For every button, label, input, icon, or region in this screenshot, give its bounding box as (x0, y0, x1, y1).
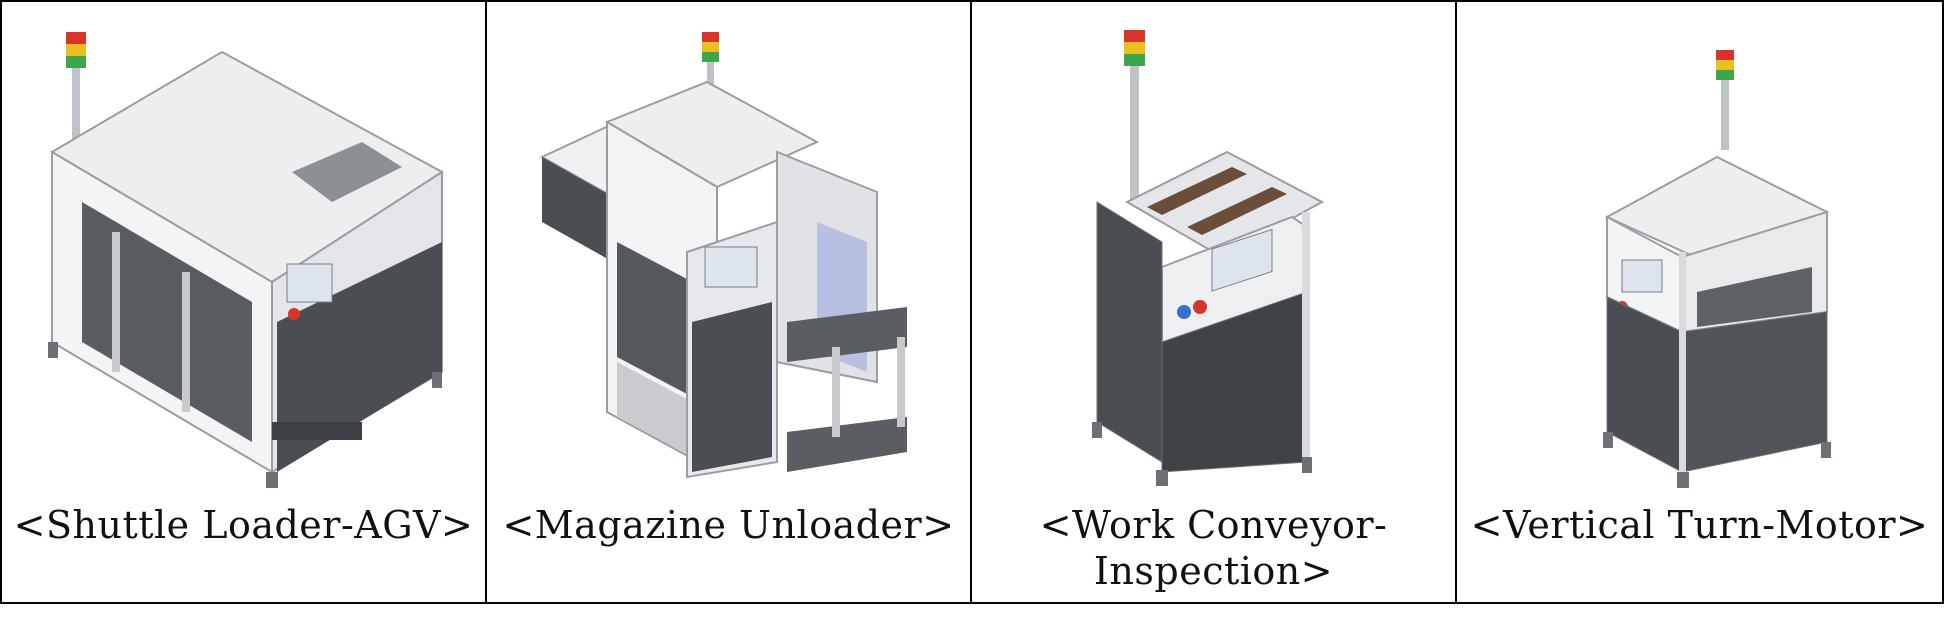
machine-cell-work-conveyor: <Work Conveyor-Inspection> (972, 2, 1457, 602)
machine-caption: <Vertical Turn-Motor> (1470, 503, 1929, 547)
machine-caption: <Work Conveyor-Inspection> (1039, 503, 1388, 593)
machine-cell-magazine-unloader: <Magazine Unloader> (487, 2, 972, 602)
machine-cell-shuttle-loader: <Shuttle Loader-AGV> (2, 2, 487, 602)
magazine-unloader-machine-icon (487, 2, 972, 492)
vertical-turn-motor-machine-icon (1457, 2, 1942, 492)
work-conveyor-inspection-machine-icon (972, 2, 1457, 492)
machine-figure-table: <Shuttle Loader-AGV> (0, 0, 1944, 604)
shuttle-loader-agv-machine-icon (2, 2, 487, 492)
machine-caption: <Magazine Unloader> (502, 503, 955, 547)
machine-cell-vertical-turn: <Vertical Turn-Motor> (1457, 2, 1942, 602)
machine-caption: <Shuttle Loader-AGV> (13, 503, 474, 547)
